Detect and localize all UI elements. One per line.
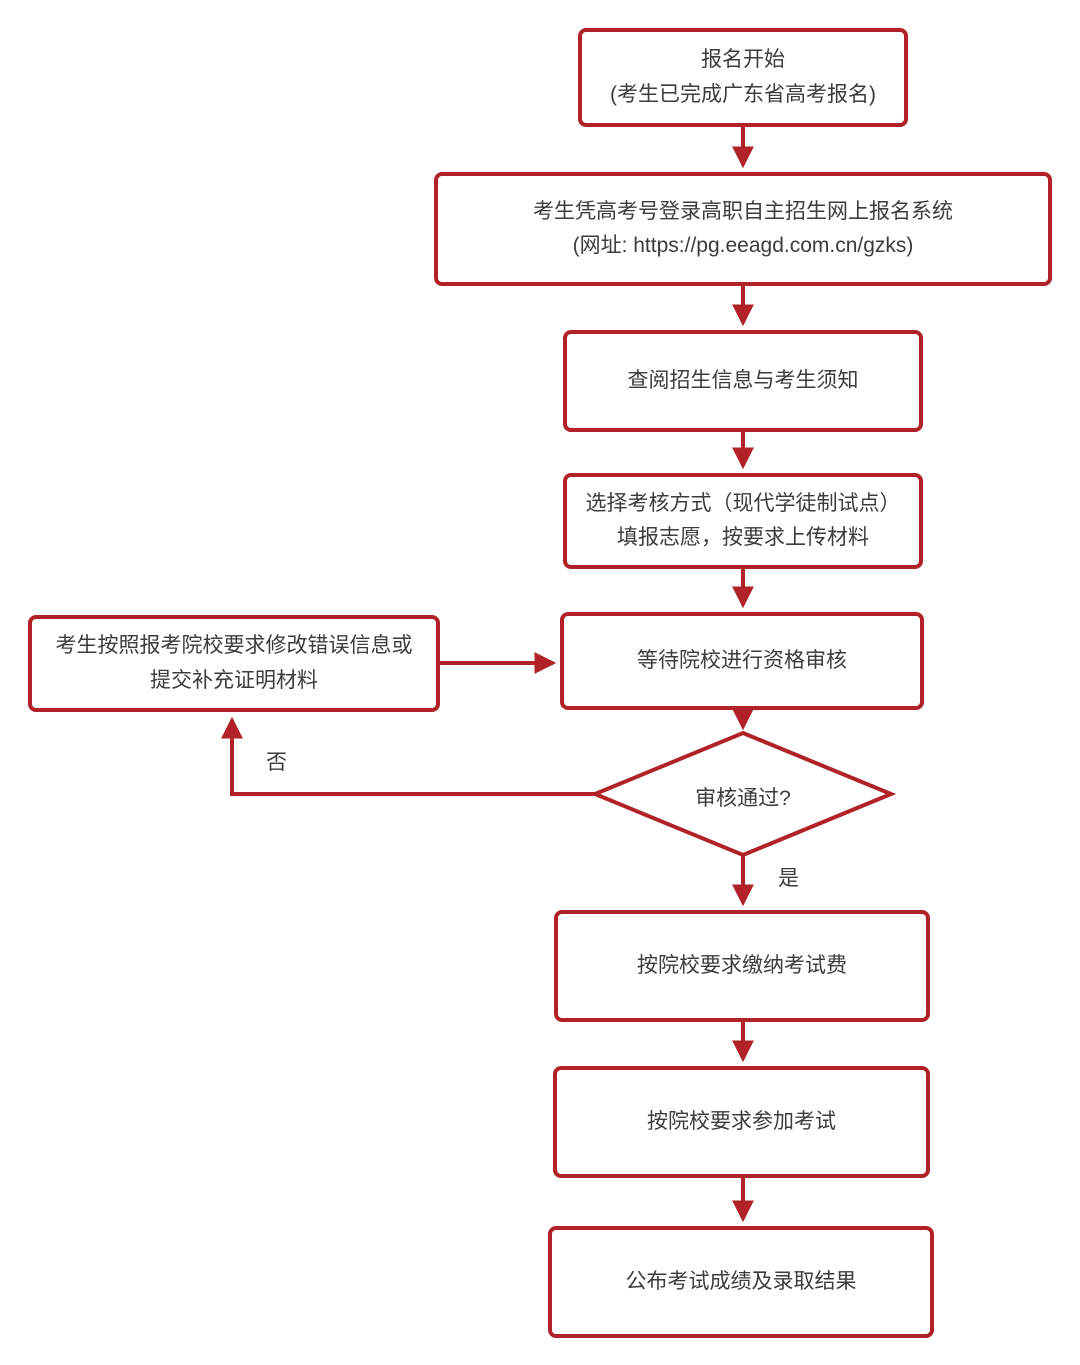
node-login: 考生凭高考号登录高职自主招生网上报名系统 (网址: https://pg.eea… (434, 172, 1052, 286)
node-take-exam-line1: 按院校要求参加考试 (647, 1109, 836, 1133)
node-fix-info: 考生按照报考院校要求修改错误信息或 提交补充证明材料 (28, 615, 440, 712)
node-pay-fee-line1: 按院校要求缴纳考试费 (637, 953, 847, 977)
node-pay-fee: 按院校要求缴纳考试费 (554, 910, 930, 1022)
edge-label-no: 否 (266, 751, 287, 774)
node-publish-result: 公布考试成绩及录取结果 (548, 1226, 934, 1338)
edge-label-yes: 是 (778, 867, 799, 890)
node-choose-method: 选择考核方式（现代学徒制试点） 填报志愿，按要求上传材料 (563, 473, 923, 569)
node-wait-review: 等待院校进行资格审核 (560, 612, 924, 710)
node-fix-info-line1: 考生按照报考院校要求修改错误信息或 (55, 634, 413, 658)
node-start: 报名开始 (考生已完成广东省高考报名) (578, 28, 908, 127)
node-review-info: 查阅招生信息与考生须知 (563, 330, 923, 432)
decision-diamond (589, 730, 897, 858)
edge-decision-no (221, 716, 595, 796)
node-start-line1: 报名开始 (701, 48, 785, 72)
node-take-exam: 按院校要求参加考试 (553, 1066, 930, 1178)
node-login-line1: 考生凭高考号登录高职自主招生网上报名系统 (533, 199, 953, 223)
node-wait-review-line1: 等待院校进行资格审核 (637, 648, 847, 672)
node-publish-result-line1: 公布考试成绩及录取结果 (625, 1269, 857, 1293)
node-review-info-line1: 查阅招生信息与考生须知 (627, 368, 859, 392)
node-choose-method-line1: 选择考核方式（现代学徒制试点） (585, 491, 901, 515)
node-fix-info-line2: 提交补充证明材料 (150, 668, 318, 692)
node-choose-method-line2: 填报志愿，按要求上传材料 (617, 526, 869, 549)
node-start-line2: (考生已完成广东省高考报名) (610, 82, 876, 106)
decision-label: 审核通过? (695, 787, 791, 810)
node-login-line2: (网址: https://pg.eeagd.com.cn/gzks) (572, 234, 914, 257)
